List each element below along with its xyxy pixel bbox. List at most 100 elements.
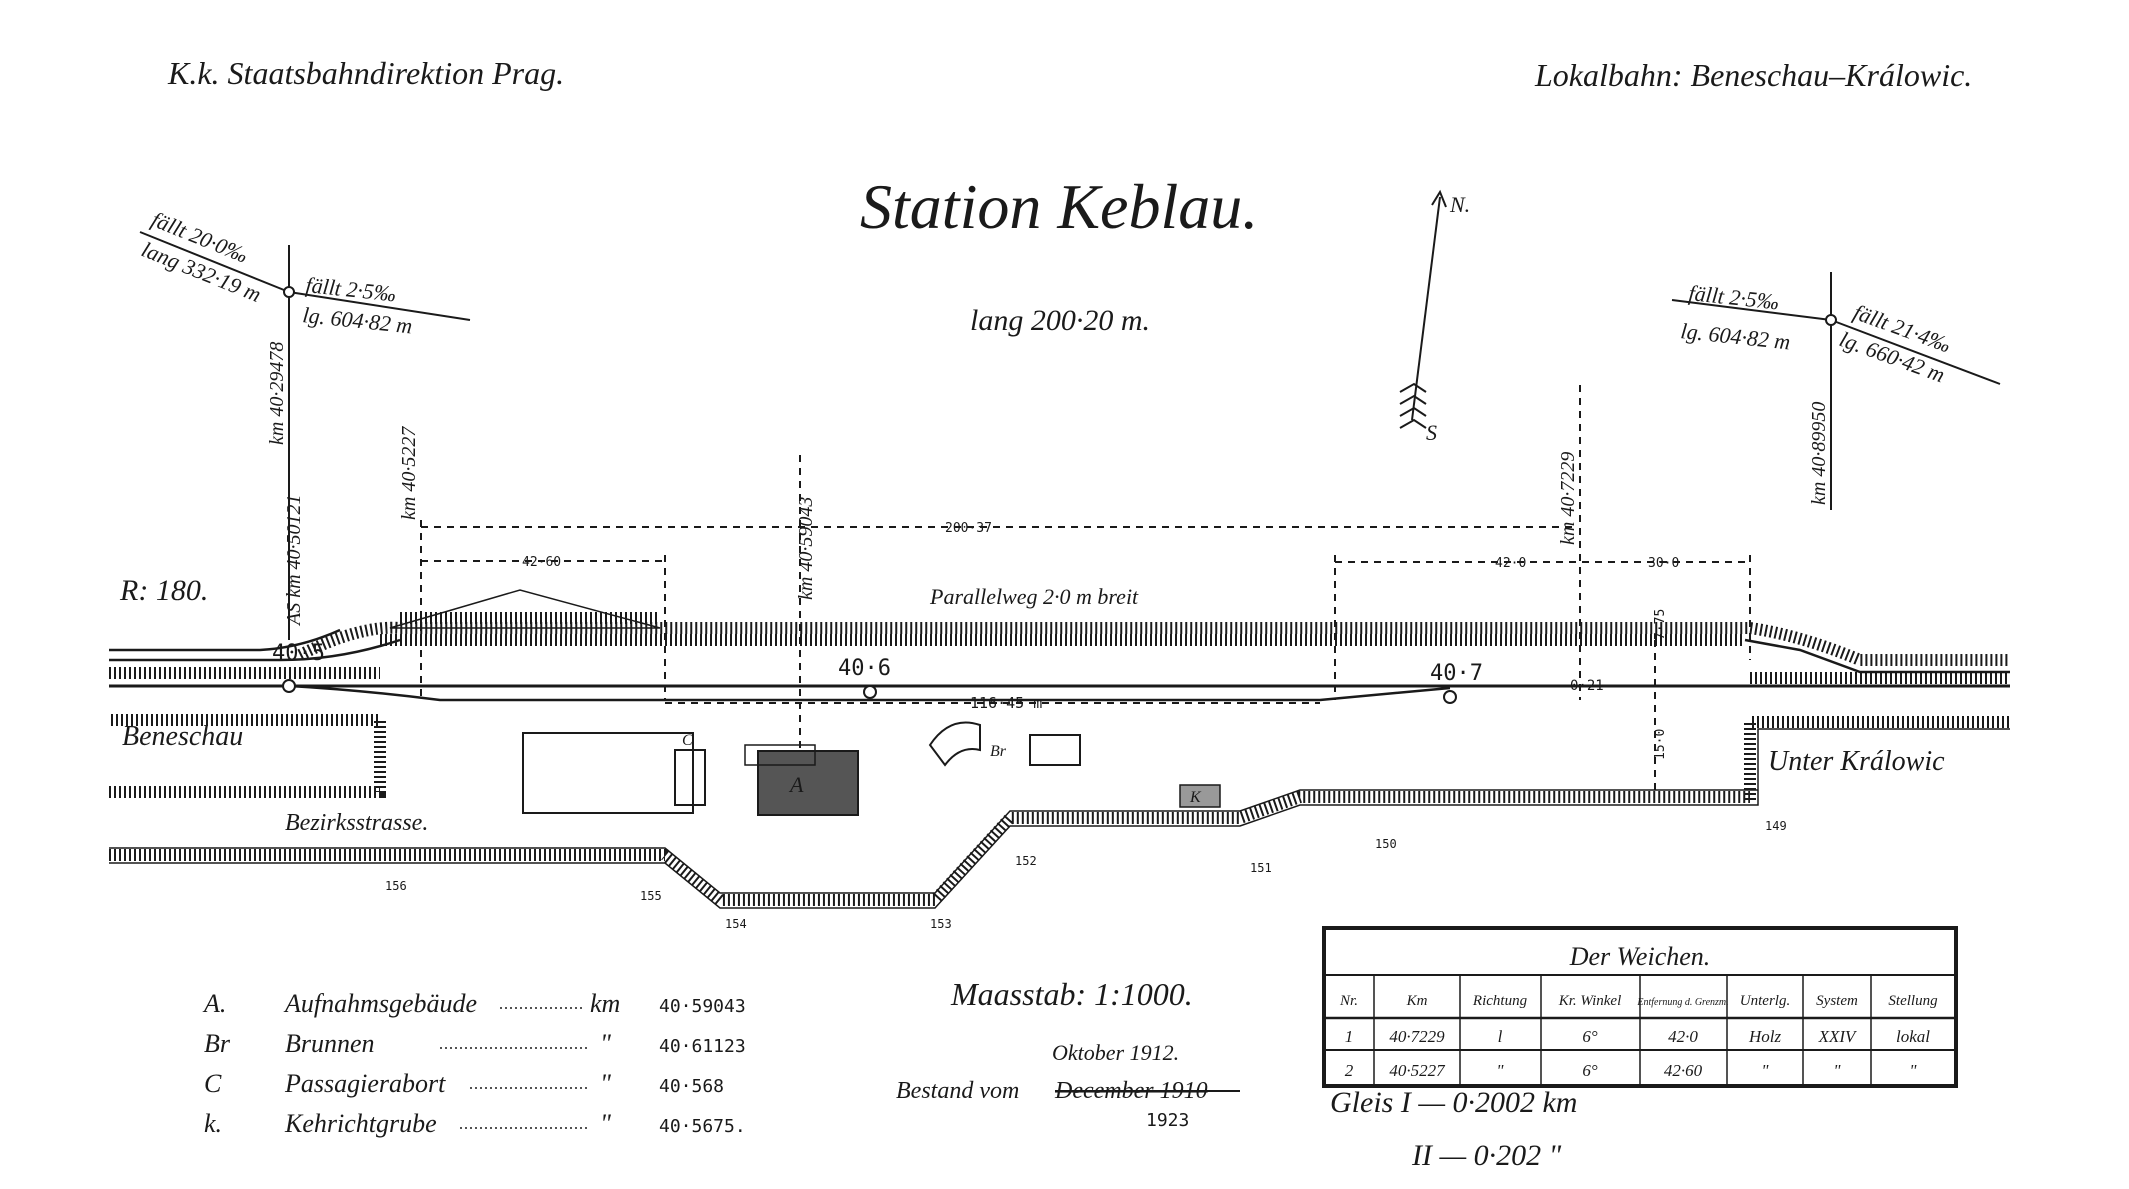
svg-text:Unterlg.: Unterlg. [1740, 993, 1790, 1009]
svg-text:": " [600, 1109, 611, 1138]
svg-text:l: l [1498, 1027, 1503, 1046]
svg-text:System: System [1816, 993, 1858, 1009]
svg-text:km: km [590, 989, 620, 1018]
svg-text:": " [1909, 1061, 1917, 1080]
date-label: Oktober 1912. [1052, 1040, 1179, 1065]
place-beneschau: Beneschau [122, 721, 243, 752]
svg-text:Richtung: Richtung [1472, 993, 1528, 1009]
point-156: 156 [385, 879, 407, 893]
building-c-label: C [682, 732, 693, 749]
svg-text:2: 2 [1345, 1061, 1354, 1080]
svg-text:": " [600, 1029, 611, 1058]
table-header: Nr. Km Richtung Kr. Winkel Entfernung d.… [1339, 993, 1938, 1009]
svg-text:k.: k. [204, 1109, 222, 1138]
svg-text:Kr. Winkel: Kr. Winkel [1558, 993, 1622, 1009]
switches-table: Der Weichen. Nr. Km Richtung Kr. Winkel … [1322, 926, 1958, 1088]
svg-text:Km: Km [1406, 993, 1428, 1009]
tracks [109, 628, 2010, 702]
km-post-40-7: 40·7 [1430, 661, 1483, 686]
right-km-label: km 40·89950 [1808, 402, 1830, 505]
place-unter-kralowic: Unter Králowic [1768, 746, 1945, 777]
svg-text:Br: Br [204, 1029, 231, 1058]
status-label: Bestand vom [896, 1078, 1019, 1104]
svg-text:40·7229: 40·7229 [1389, 1027, 1445, 1046]
north-label: N. [1449, 192, 1470, 217]
note-gleis-2: II — 0·202 " [1411, 1139, 1562, 1172]
km-post-40-5: 40·5 [272, 641, 325, 666]
svg-text:Stellung: Stellung [1888, 993, 1938, 1009]
dim-15-0: 15·0 [1653, 729, 1668, 760]
legend-row: A. Aufnahmsgebäude km 40·59043 [202, 989, 746, 1018]
svg-text:A.: A. [202, 989, 226, 1018]
svg-text:": " [1833, 1061, 1841, 1080]
svg-text:Entfernung d. Grenzm.: Entfernung d. Grenzm. [1636, 997, 1728, 1008]
point-152: 152 [1015, 854, 1037, 868]
line-header: Lokalbahn: Beneschau–Králowic. [1534, 57, 1972, 93]
radius-label: R: 180. [119, 574, 208, 607]
km-post-40-6: 40·6 [838, 656, 891, 681]
svg-text:Brunnen: Brunnen [285, 1029, 375, 1058]
right-gradient-a: fällt 2·5‰ [1687, 280, 1780, 314]
dim-total: 200·37 [945, 521, 992, 536]
dim-42-0: 42·0 [1495, 556, 1526, 571]
table-title: Der Weichen. [1569, 942, 1711, 971]
svg-text:6°: 6° [1582, 1027, 1598, 1046]
svg-text:40·59043: 40·59043 [659, 996, 746, 1017]
svg-text:Kehrichtgrube: Kehrichtgrube [284, 1109, 437, 1138]
svg-text:Holz: Holz [1748, 1027, 1782, 1046]
svg-text:": " [1761, 1061, 1769, 1080]
table-row: 2 40·5227 " 6° 42·60 " " " [1345, 1061, 1918, 1080]
svg-text:42·60: 42·60 [1664, 1061, 1703, 1080]
svg-text:XXIV: XXIV [1818, 1027, 1858, 1046]
svg-text:6°: 6° [1582, 1061, 1598, 1080]
svg-text:lokal: lokal [1896, 1027, 1930, 1046]
svg-text:": " [600, 1069, 611, 1098]
right-gradient-a-length: lg. 604·82 m [1679, 318, 1791, 354]
north-arrow-icon [1399, 189, 1447, 429]
building-k-label: K [1189, 789, 1202, 806]
station-length: lang 200·20 m. [970, 304, 1150, 337]
point-154: 154 [725, 917, 747, 931]
point-150: 150 [1375, 837, 1397, 851]
building-a-label: A [788, 772, 804, 797]
legend-row: k. Kehrichtgrube " 40·5675. [204, 1109, 746, 1138]
km-label-switch2: km 40·5227 [398, 426, 420, 520]
km-label-switch1: km 40·7229 [1557, 452, 1579, 545]
legend: A. Aufnahmsgebäude km 40·59043 Br Brunne… [202, 989, 746, 1138]
legend-row: Br Brunnen " 40·61123 [204, 1029, 746, 1058]
left-gradient-b-length: lg. 604·82 m [301, 302, 413, 338]
page-title: Station Keblau. [860, 171, 1258, 242]
station-boundary [109, 714, 2010, 909]
left-gradient-marker [139, 231, 471, 640]
km-label-switch2-as: AS km 40·50121 [283, 494, 305, 627]
svg-text:C: C [204, 1069, 222, 1098]
svg-text:1: 1 [1345, 1027, 1354, 1046]
station-buildings [522, 721, 1221, 816]
point-151: 151 [1250, 861, 1272, 875]
km-posts [282, 679, 1457, 704]
svg-text:40·61123: 40·61123 [659, 1036, 746, 1057]
parallel-road-label: Parallelweg 2·0 m breit [929, 584, 1139, 609]
point-149: 149 [1765, 819, 1787, 833]
legend-row: C Passagierabort " 40·568 [204, 1069, 724, 1098]
authority-header: K.k. Staatsbahndirektion Prag. [167, 55, 564, 91]
svg-text:Aufnahmsgebäude: Aufnahmsgebäude [283, 989, 477, 1018]
parallel-road [297, 589, 2010, 666]
point-153: 153 [930, 917, 952, 931]
dim-116-45: 116·45 m [970, 694, 1042, 712]
km-reference-lines [420, 385, 1751, 790]
point-155: 155 [640, 889, 662, 903]
dim-42-60: 42·60 [522, 555, 561, 570]
south-label: S [1426, 420, 1437, 445]
svg-text:40·5675.: 40·5675. [659, 1116, 746, 1137]
svg-text:": " [1496, 1061, 1504, 1080]
note-gleis-1: Gleis I — 0·2002 km [1330, 1086, 1577, 1119]
km-label-building: km 40·59043 [795, 497, 817, 600]
revision-year: 1923 [1146, 1110, 1189, 1131]
road-bezirksstrasse: Bezirksstrasse. [285, 810, 428, 836]
left-gradient-b: fällt 2·5‰ [304, 272, 397, 306]
scale-label: Maasstab: 1:1000. [950, 976, 1193, 1012]
building-br-label: Br [990, 743, 1007, 760]
left-km-label: km 40·29478 [266, 342, 288, 445]
